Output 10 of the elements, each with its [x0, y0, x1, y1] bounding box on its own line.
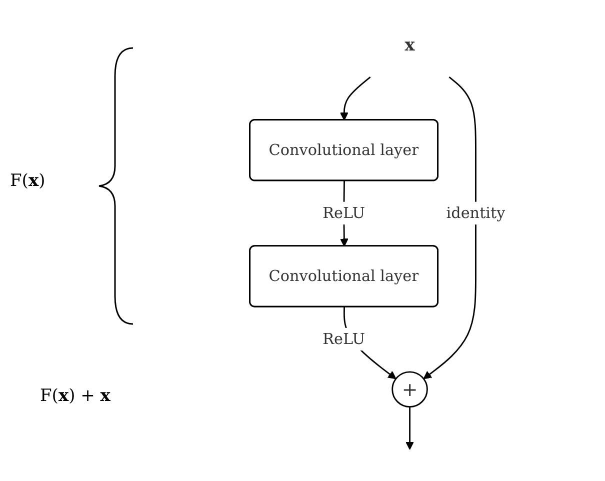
arrow — [406, 406, 414, 450]
formula-label: F(x) — [10, 170, 46, 190]
formula-label: F(x) + x — [40, 386, 110, 406]
arrow — [340, 76, 371, 120]
edge-label: ReLU — [322, 329, 366, 348]
edge-label: ReLU — [322, 203, 366, 222]
node-circle: + — [392, 370, 428, 407]
edge-label: identity — [446, 203, 506, 222]
node-text: x — [404, 34, 415, 55]
arrow — [423, 76, 476, 379]
